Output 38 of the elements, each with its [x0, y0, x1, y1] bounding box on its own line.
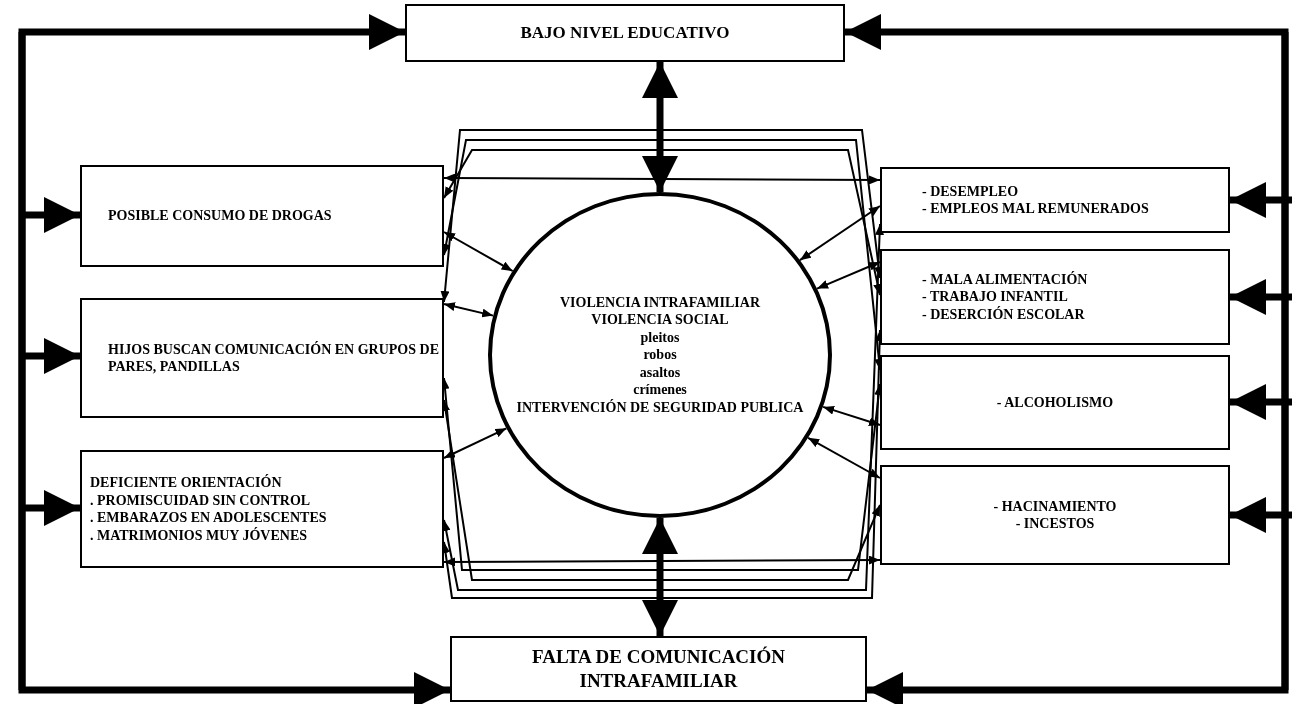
arrow: [1230, 182, 1292, 218]
process-box: [880, 355, 1230, 450]
process-box: [880, 167, 1230, 233]
box-text: DEFICIENTE ORIENTACIÓN: [90, 474, 283, 492]
box-text: - INCESTOS: [1014, 515, 1096, 533]
double-arrow: [443, 149, 882, 296]
box-text: . MATRIMONIOS MUY JÓVENES: [90, 526, 308, 544]
arrow: [1230, 279, 1292, 315]
process-box: [880, 465, 1230, 565]
arrow: [1230, 384, 1292, 420]
box-text: - HACINAMIENTO: [992, 497, 1118, 515]
central-circle: [488, 192, 832, 518]
box-text: - DESEMPLEO: [922, 182, 1020, 200]
box-text: . EMBARAZOS EN ADOLESCENTES: [90, 509, 328, 527]
box-text: . PROMISCUIDAD SIN CONTROL: [90, 491, 312, 509]
process-box: [80, 298, 444, 418]
box-text: HIJOS BUSCAN COMUNICACIÓN EN GRUPOS DE PARES, PANDILLAS: [108, 340, 440, 376]
double-arrow: [798, 205, 881, 262]
double-arrow: [443, 231, 514, 272]
box-text: - TRABAJO INFANTIL: [922, 288, 1069, 306]
arrow: [1230, 497, 1292, 533]
box-text: - ALCOHOLISMO: [995, 393, 1115, 412]
process-box: [80, 450, 444, 568]
box-text: BAJO NIVEL EDUCATIVO: [519, 22, 731, 44]
box-text: FALTA DE COMUNICACIÓN INTRAFAMILIAR: [531, 645, 786, 693]
process-box: [405, 4, 845, 62]
box-text: - DESERCIÓN ESCOLAR: [922, 305, 1086, 324]
process-box: [880, 249, 1230, 345]
double-arrow: [822, 405, 881, 426]
box-text: - EMPLEOS MAL REMUNERADOS: [922, 200, 1150, 218]
process-box: [450, 636, 867, 702]
box-text: POSIBLE CONSUMO DE DROGAS: [108, 207, 333, 225]
double-arrow: [807, 436, 881, 479]
double-arrow: [443, 427, 508, 459]
double-arrow: [443, 302, 495, 318]
box-text: - MALA ALIMENTACIÓN: [922, 270, 1089, 289]
double-arrow: [443, 173, 881, 185]
process-box: [80, 165, 444, 267]
